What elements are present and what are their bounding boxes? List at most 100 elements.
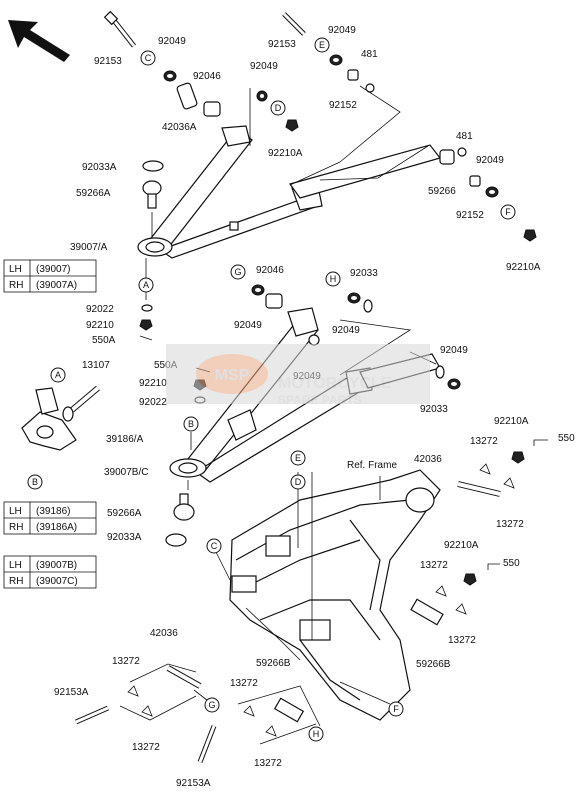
label-92049-d: 92049: [476, 155, 504, 166]
label-13272-a: 13272: [470, 436, 498, 447]
label-39007A: 39007/A: [70, 242, 108, 253]
label-42036-a: 42036: [414, 454, 442, 465]
washer-92049-c: [256, 90, 268, 102]
svg-text:RH: RH: [9, 576, 23, 587]
bushing-59266B-a: [410, 598, 444, 626]
label-92049-f: 92049: [332, 325, 360, 336]
svg-text:(39007A): (39007A): [36, 280, 77, 291]
washer-92049-g: [347, 292, 361, 304]
label-481-a: 481: [361, 49, 378, 60]
ref-circle-A-knuckle: A: [50, 367, 66, 383]
clip-13272-g: [243, 705, 277, 737]
label-59266B-b: 59266B: [416, 659, 451, 670]
nut-92210A-a: [285, 119, 299, 132]
label-92049-a: 92049: [158, 36, 186, 47]
label-59266B-a: 59266B: [256, 658, 291, 669]
label-92022-a: 92022: [86, 304, 114, 315]
watermark: MSP MOTORCYCLE SPARE PARTS: [166, 344, 430, 407]
bolt-92153A-a: [74, 705, 110, 725]
ref-circle-D-frame: D: [290, 474, 306, 490]
svg-text:A: A: [55, 370, 61, 380]
front-direction-arrow-icon: [8, 20, 70, 62]
label-59266: 59266: [428, 186, 456, 197]
ref-circle-G-bottom: G: [204, 697, 220, 713]
label-92046-b: 92046: [256, 265, 284, 276]
bushing-59266: [439, 149, 455, 165]
svg-text:LH: LH: [9, 560, 22, 571]
label-92033-a: 92033: [350, 268, 378, 279]
nut-92210-a: [139, 319, 153, 331]
spindle-13107: [62, 385, 100, 422]
seal-92033A-a: [142, 160, 164, 172]
svg-text:C: C: [145, 53, 152, 63]
svg-text:(39186A): (39186A): [36, 522, 77, 533]
label-92152-b: 92152: [456, 210, 484, 221]
label-92049-c: 92049: [250, 61, 278, 72]
clip-13272-e: [127, 685, 153, 717]
upper-a-arm-upper: [137, 125, 323, 259]
label-92152-a: 92152: [329, 100, 357, 111]
lh-rh-table-39186: LH (39186) RH (39186A): [3, 501, 97, 535]
svg-text:C: C: [211, 541, 218, 551]
label-92033A-b: 92033A: [107, 532, 142, 543]
clip-13272-c: [435, 585, 467, 615]
ball-joint-59266A-b: [173, 493, 195, 521]
collar-42036A: [176, 82, 198, 110]
label-92153-a: 92153: [94, 56, 122, 67]
ref-circle-H-bottom: H: [308, 726, 324, 742]
bolt-92153A-b: [197, 725, 217, 763]
label-ref-frame: Ref. Frame: [347, 460, 397, 471]
label-39186A: 39186/A: [106, 434, 144, 445]
label-92210-a: 92210: [86, 320, 114, 331]
bolt-92153-right: [282, 12, 306, 36]
ref-circle-B-mid: B: [183, 416, 199, 432]
label-92022-b: 92022: [139, 397, 167, 408]
bushing-92046-a: [203, 101, 221, 117]
svg-text:D: D: [275, 103, 282, 113]
label-92049-g: 92049: [440, 345, 468, 356]
cotter-550-b: [487, 563, 500, 570]
watermark-line1: MOTORCYCLE: [278, 375, 392, 392]
label-39007BC: 39007B/C: [104, 467, 148, 478]
svg-text:B: B: [188, 419, 194, 429]
washer-92049-e: [251, 284, 265, 296]
svg-text:F: F: [393, 704, 399, 714]
nut-92210A-b: [523, 229, 537, 242]
seal-92033-a: [363, 299, 373, 313]
ref-circle-D-top: D: [270, 100, 286, 116]
label-550A-a: 550A: [92, 335, 116, 346]
ref-circle-C-top: C: [140, 50, 156, 66]
label-92210A-b: 92210A: [506, 262, 541, 273]
svg-text:G: G: [234, 267, 241, 277]
label-92210A-d: 92210A: [444, 540, 479, 551]
svg-text:D: D: [295, 477, 302, 487]
label-92049-e: 92049: [234, 320, 262, 331]
svg-text:(39007C): (39007C): [36, 576, 78, 587]
bolt-92153-left: [103, 10, 136, 48]
label-92210A-c: 92210A: [494, 416, 529, 427]
ball-joint-59266A-a: [142, 180, 162, 209]
label-59266A-a: 59266A: [76, 188, 111, 199]
svg-text:(39186): (39186): [36, 506, 70, 517]
watermark-line2: SPARE PARTS: [278, 393, 362, 407]
label-13272-b: 13272: [496, 519, 524, 530]
lh-rh-table-39007: LH (39007) RH (39007A): [3, 259, 97, 293]
nut-92210A-d: [463, 573, 477, 586]
svg-text:E: E: [295, 453, 301, 463]
ref-circle-F-bottom: F: [388, 701, 404, 717]
ring-481-a: [365, 83, 375, 93]
bolt-42036-b: [166, 665, 202, 689]
ref-circle-A-top: A: [138, 277, 154, 293]
label-13272-h: 13272: [254, 758, 282, 769]
knuckle-39186A: [21, 387, 77, 451]
svg-text:H: H: [330, 274, 337, 284]
svg-text:LH: LH: [9, 506, 22, 517]
clip-13272-a: [479, 463, 515, 489]
ref-circle-B-knuckle: B: [27, 474, 43, 490]
svg-text:B: B: [32, 477, 38, 487]
label-92049-b: 92049: [328, 25, 356, 36]
washer-92049-d: [485, 186, 499, 198]
label-92210A-a: 92210A: [268, 148, 303, 159]
label-42036A: 42036A: [162, 122, 197, 133]
